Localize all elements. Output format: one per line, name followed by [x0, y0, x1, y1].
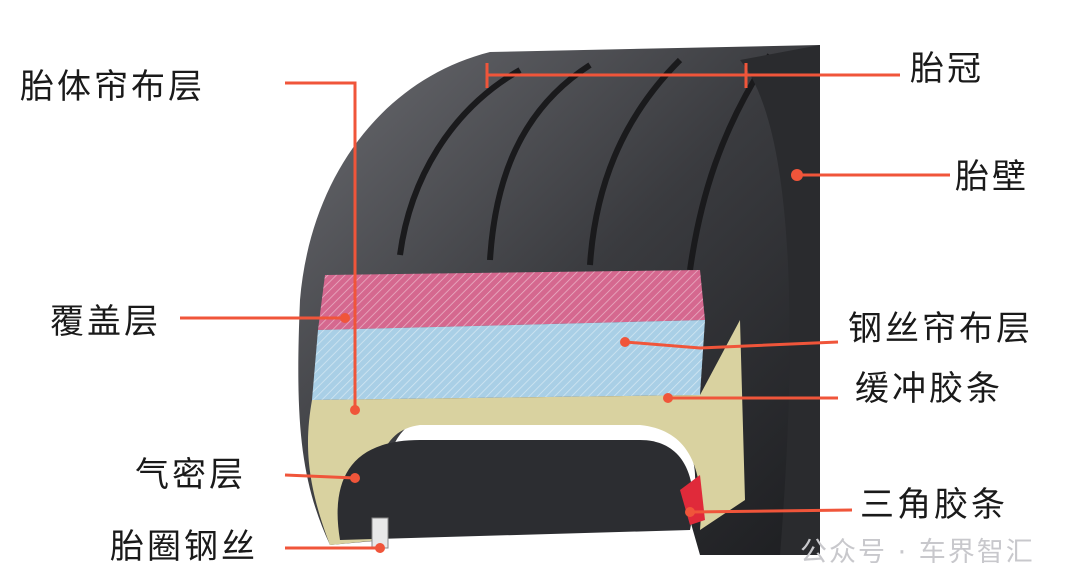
label-crown: 胎冠 — [910, 49, 984, 89]
label-sidewall: 胎壁 — [955, 157, 1029, 197]
label-inner-liner: 气密层 — [135, 455, 246, 495]
inner-cavity — [337, 440, 693, 540]
label-carcass-ply: 胎体帘布层 — [20, 67, 205, 107]
leader-lines — [180, 63, 950, 550]
label-apex: 三角胶条 — [860, 485, 1008, 525]
label-cap-ply: 覆盖层 — [50, 302, 161, 342]
tread-grooves — [397, 53, 773, 271]
label-buffer-strip: 缓冲胶条 — [855, 369, 1003, 409]
watermark: 公众号 · 车界智汇 — [800, 537, 1035, 563]
label-steel-belt: 钢丝帘布层 — [848, 309, 1033, 349]
label-bead-wire: 胎圈钢丝 — [110, 527, 258, 563]
leader-dots — [340, 169, 803, 553]
